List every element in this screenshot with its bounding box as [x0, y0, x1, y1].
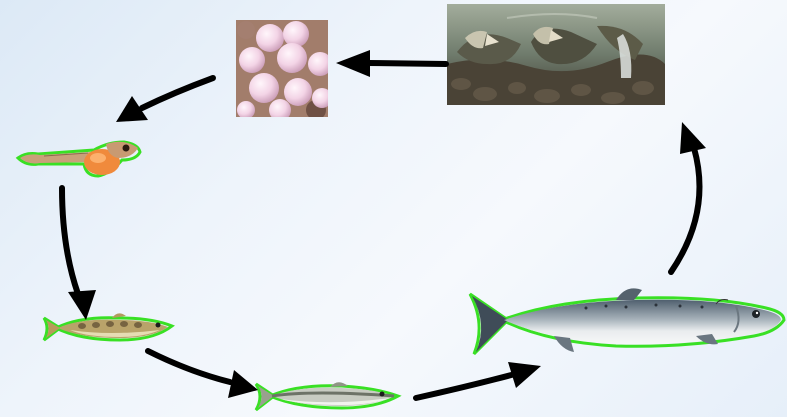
arrow-alevin-to-fry [62, 188, 78, 294]
arrowhead-fry [68, 290, 96, 320]
arrow-smolt-to-adult [416, 374, 515, 398]
arrow-adult-to-spawning [671, 148, 699, 272]
arrowhead-smolt [228, 370, 258, 398]
arrow-spawning-to-eggs [368, 63, 446, 64]
arrow-eggs-to-alevin [142, 78, 213, 108]
arrow-fry-to-smolt [148, 351, 230, 382]
arrowhead-adult [508, 362, 541, 388]
arrowhead-eggs [336, 50, 370, 77]
arrowhead-spawning [680, 122, 706, 154]
